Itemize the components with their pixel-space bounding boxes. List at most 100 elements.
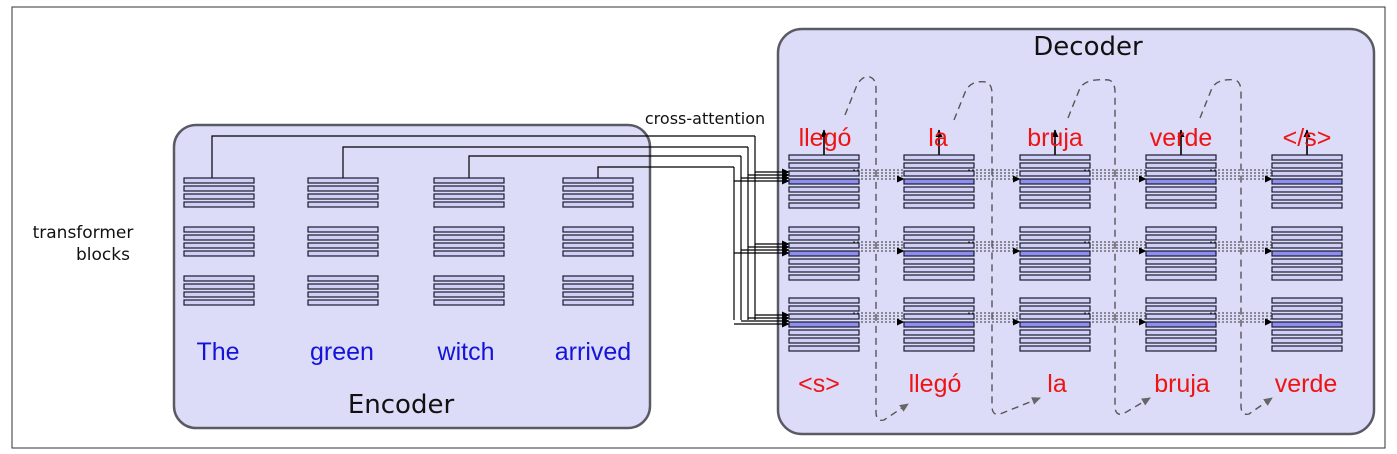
transformer-blocks-label-line2: blocks (76, 245, 130, 265)
layer-bar (183, 201, 255, 208)
decoder-title: Decoder (1033, 32, 1143, 62)
layer-bar (1019, 170, 1091, 177)
layer-bar (307, 250, 379, 257)
decoder-transformer-block (1145, 154, 1217, 209)
decoder-transformer-block (1019, 154, 1091, 209)
layer-bar (1271, 154, 1343, 161)
decoder-transformer-block (903, 226, 975, 281)
layer-bar (183, 185, 255, 192)
layer-bar (307, 201, 379, 208)
encoder-transformer-block (307, 275, 379, 306)
layer-bar (433, 177, 505, 184)
layer-bar (1019, 162, 1091, 169)
layer-bar (1271, 194, 1343, 201)
layer-bar (788, 274, 860, 281)
encoder-transformer-block (562, 275, 634, 306)
layer-bar (1271, 226, 1343, 233)
layer-bar (788, 337, 860, 344)
layer-bar (1019, 266, 1091, 273)
decoder-output-token: la (928, 124, 948, 152)
layer-bar (183, 177, 255, 184)
layer-bar (433, 275, 505, 282)
layer-bar (1019, 321, 1091, 328)
layer-bar (433, 291, 505, 298)
layer-bar (788, 162, 860, 169)
layer-bar (1019, 194, 1091, 201)
layer-bar (1145, 202, 1217, 209)
layer-bar (788, 226, 860, 233)
decoder-transformer-block (788, 226, 860, 281)
layer-bar (1145, 194, 1217, 201)
layer-bar (1019, 202, 1091, 209)
layer-bar (433, 201, 505, 208)
encoder-transformer-block (183, 177, 255, 208)
layer-bar (1271, 186, 1343, 193)
layer-bar (307, 275, 379, 282)
decoder-input-token: bruja (1154, 370, 1210, 398)
layer-bar (1271, 321, 1343, 328)
layer-bar (903, 154, 975, 161)
encoder-panel (172, 123, 652, 430)
layer-bar (1019, 305, 1091, 312)
cross-attention-line (342, 146, 748, 178)
layer-bar (562, 275, 634, 282)
decoder-input-token: verde (1275, 370, 1338, 398)
encoder-title: Encoder (348, 390, 455, 420)
layer-bar (788, 178, 860, 185)
cross-attention-label: cross-attention (645, 109, 765, 128)
decoder-transformer-block (788, 297, 860, 352)
outer-border (11, 6, 1386, 449)
layer-bar (788, 194, 860, 201)
layer-bar (1019, 274, 1091, 281)
layer-bar (903, 178, 975, 185)
decoder-output-token: bruja (1027, 124, 1083, 152)
layer-bar (1145, 250, 1217, 257)
encoder-transformer-block (307, 226, 379, 257)
layer-bar (307, 234, 379, 241)
layer-bar (183, 283, 255, 290)
encoder-transformer-block (307, 177, 379, 208)
encoder-token: green (310, 338, 374, 366)
decoder-transformer-block (1145, 226, 1217, 281)
layer-bar (1145, 226, 1217, 233)
layer-bar (1271, 345, 1343, 352)
transformer-blocks-label-line1: transformer (33, 223, 134, 243)
encoder-transformer-block (562, 177, 634, 208)
layer-bar (562, 299, 634, 306)
decoder-output-token: verde (1150, 124, 1213, 152)
decoder-input-token: la (1047, 370, 1067, 398)
encoder-token: arrived (555, 338, 631, 366)
layer-bar (1145, 186, 1217, 193)
layer-bar (1145, 321, 1217, 328)
layer-bar (307, 185, 379, 192)
layer-bar (788, 186, 860, 193)
encoder-transformer-block (183, 226, 255, 257)
layer-bar (433, 299, 505, 306)
layer-bar (788, 345, 860, 352)
connector-layer (211, 75, 1311, 422)
layer-bar (307, 226, 379, 233)
layer-bar (1145, 242, 1217, 249)
decoder-output-token: llegó (799, 124, 852, 152)
layer-bar (903, 226, 975, 233)
decoder-transformer-block (903, 154, 975, 209)
autoregressive-feedback-arrow (844, 75, 909, 422)
layer-bar (562, 283, 634, 290)
layer-bar (903, 313, 975, 320)
layer-bar (903, 305, 975, 312)
layer-bar (903, 329, 975, 336)
layer-bar (788, 250, 860, 257)
layer-bar (183, 250, 255, 257)
layer-bar (183, 299, 255, 306)
layer-bar (183, 275, 255, 282)
layer-bar (788, 266, 860, 273)
layer-bar (1019, 313, 1091, 320)
layer-bar (1145, 329, 1217, 336)
layer-bar (903, 250, 975, 257)
layer-bar (903, 321, 975, 328)
layer-bar (562, 234, 634, 241)
layer-bar (1019, 242, 1091, 249)
layer-bar (788, 305, 860, 312)
